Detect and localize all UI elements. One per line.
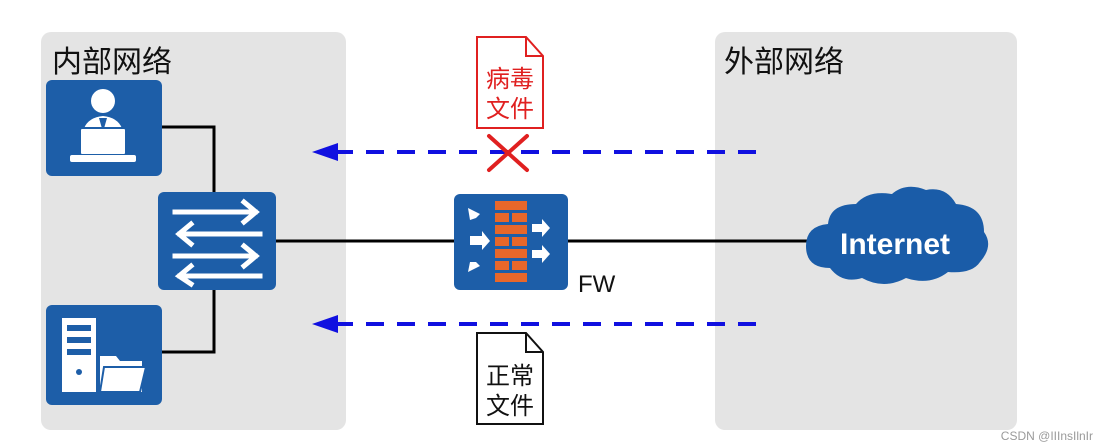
internal-zone-label: 内部网络 [52, 45, 172, 80]
external-zone-label: 外部网络 [724, 45, 844, 80]
virus-flow-arrow [312, 143, 760, 161]
normal-file-label-line1: 正常 [486, 362, 534, 390]
block-x-icon [487, 134, 529, 172]
link-user-to-switch [162, 125, 216, 192]
virus-file-label-line2: 文件 [486, 95, 534, 123]
normal-file-icon [476, 332, 544, 425]
server-folder-icon [46, 305, 162, 405]
firewall-icon [454, 194, 568, 290]
watermark: CSDN @IIInsIlnIr [1001, 429, 1093, 443]
switch-icon [158, 192, 276, 290]
link-server-to-switch [162, 290, 216, 354]
normal-flow-arrow [312, 315, 760, 333]
normal-file-label-line2: 文件 [486, 392, 534, 420]
user-computer-icon [46, 80, 162, 176]
internet-label: Internet [840, 228, 950, 261]
connection-lines [162, 125, 812, 354]
virus-file-icon [476, 36, 544, 129]
virus-file-label-line1: 病毒 [486, 65, 534, 93]
internet-cloud-icon [806, 186, 989, 284]
firewall-label: FW [578, 271, 616, 298]
